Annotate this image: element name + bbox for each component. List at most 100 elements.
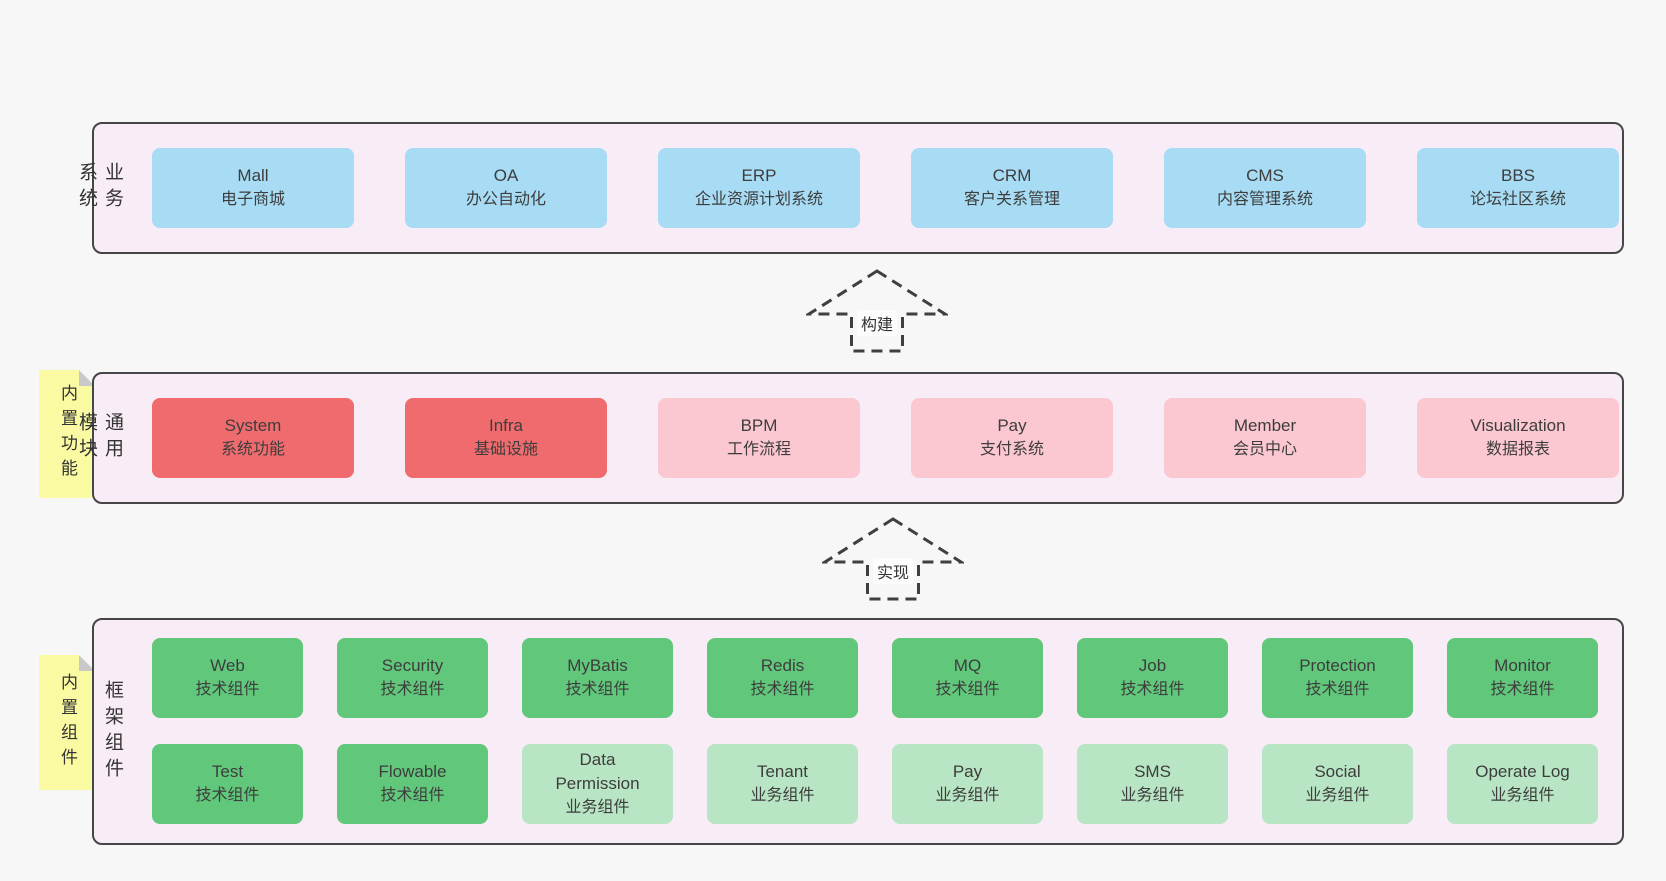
box-sms: SMS 业务组件 <box>1077 744 1228 824</box>
box-visualization: Visualization 数据报表 <box>1417 398 1619 478</box>
box-title: CRM <box>992 166 1032 185</box>
box-operate-log: Operate Log 业务组件 <box>1447 744 1598 824</box>
box-title: Test <box>211 762 244 781</box>
box-subtitle: 业务组件 <box>1490 787 1555 804</box>
box-mall: Mall 电子商城 <box>152 148 354 228</box>
box-pay-biz: Pay 业务组件 <box>892 744 1043 824</box>
box-web: Web 技术组件 <box>152 638 303 718</box>
box-subtitle: 技术组件 <box>380 787 445 804</box>
box-test: Test 技术组件 <box>152 744 303 824</box>
box-subtitle: 技术组件 <box>1305 681 1370 698</box>
box-pay: Pay 支付系统 <box>911 398 1113 478</box>
box-subtitle: 基础设施 <box>473 441 538 458</box>
box-member: Member 会员中心 <box>1164 398 1366 478</box>
box-title: Protection <box>1299 656 1376 675</box>
panel-side-label: 框架组件 <box>102 679 123 784</box>
box-subtitle: 技术组件 <box>195 787 260 804</box>
box-title: Security <box>381 656 444 675</box>
box-subtitle: 业务组件 <box>565 799 630 816</box>
box-title: Monitor <box>1494 656 1551 675</box>
panel-side-label: 业务系统 <box>76 162 123 214</box>
box-subtitle: 技术组件 <box>380 681 445 698</box>
framework-box-row-1: Web 技术组件 Security 技术组件 MyBatis 技术组件 Redi… <box>152 638 1598 718</box>
box-title: Tenant <box>756 762 809 781</box>
sticky-label: 内置功能 <box>58 384 77 484</box>
box-protection: Protection 技术组件 <box>1262 638 1413 718</box>
box-title: Social <box>1314 762 1361 781</box>
box-subtitle: 会员中心 <box>1232 441 1297 458</box>
box-title: MyBatis <box>567 656 628 675</box>
box-title: BBS <box>1500 166 1536 185</box>
panel-framework-components: 框架组件 Web 技术组件 Security 技术组件 MyBatis 技术组件… <box>92 618 1624 845</box>
box-erp: ERP 企业资源计划系统 <box>658 148 860 228</box>
box-title: Pay <box>997 416 1027 435</box>
box-title: Pay <box>952 762 983 781</box>
sticky-note-builtin-features: 内置功能 <box>39 370 95 498</box>
panel-common-modules: 通用模块 System 系统功能 Infra 基础设施 BPM 工作流程 Pay… <box>76 372 1624 504</box>
box-title: Mall <box>237 166 269 185</box>
box-mq: MQ 技术组件 <box>892 638 1043 718</box>
box-title: Data Permission <box>555 750 640 793</box>
dashed-up-arrow-icon <box>822 517 964 601</box>
box-title: Redis <box>760 656 805 675</box>
box-title: System <box>224 416 282 435</box>
sticky-note-builtin-components: 内置组件 <box>39 655 95 790</box>
box-subtitle: 技术组件 <box>195 681 260 698</box>
box-subtitle: 电子商城 <box>220 191 285 208</box>
box-oa: OA 办公自动化 <box>405 148 607 228</box>
box-subtitle: 企业资源计划系统 <box>694 191 823 208</box>
box-subtitle: 客户关系管理 <box>963 191 1060 208</box>
box-flowable: Flowable 技术组件 <box>337 744 488 824</box>
modules-box-row: System 系统功能 Infra 基础设施 BPM 工作流程 Pay 支付系统… <box>152 398 1619 478</box>
framework-box-row-2: Test 技术组件 Flowable 技术组件 Data Permission … <box>152 744 1598 824</box>
business-box-row: Mall 电子商城 OA 办公自动化 ERP 企业资源计划系统 CRM 客户关系… <box>152 148 1619 228</box>
box-title: BPM <box>740 416 778 435</box>
box-subtitle: 办公自动化 <box>465 191 546 208</box>
arrow-implement-up: 实现 <box>822 516 964 602</box>
box-social: Social 业务组件 <box>1262 744 1413 824</box>
box-bpm: BPM 工作流程 <box>658 398 860 478</box>
box-security: Security 技术组件 <box>337 638 488 718</box>
box-job: Job 技术组件 <box>1077 638 1228 718</box>
panel-side-label: 通用模块 <box>76 412 123 464</box>
arrow-label: 实现 <box>872 558 914 584</box>
box-mybatis: MyBatis 技术组件 <box>522 638 673 718</box>
box-subtitle: 系统功能 <box>220 441 285 458</box>
box-subtitle: 支付系统 <box>979 441 1044 458</box>
box-subtitle: 技术组件 <box>750 681 815 698</box>
box-title: Job <box>1138 656 1167 675</box>
box-title: MQ <box>953 656 982 675</box>
box-tenant: Tenant 业务组件 <box>707 744 858 824</box>
arrow-label: 构建 <box>856 310 898 336</box>
box-subtitle: 技术组件 <box>935 681 1000 698</box>
box-title: Member <box>1233 416 1297 435</box>
box-cms: CMS 内容管理系统 <box>1164 148 1366 228</box>
box-subtitle: 技术组件 <box>565 681 630 698</box>
box-subtitle: 数据报表 <box>1485 441 1550 458</box>
box-title: OA <box>493 166 519 185</box>
box-subtitle: 业务组件 <box>935 787 1000 804</box>
arrow-build-up: 构建 <box>806 268 948 354</box>
box-crm: CRM 客户关系管理 <box>911 148 1113 228</box>
panel-business-systems: 业务系统 Mall 电子商城 OA 办公自动化 ERP 企业资源计划系统 CRM… <box>76 122 1624 254</box>
box-system: System 系统功能 <box>152 398 354 478</box>
box-monitor: Monitor 技术组件 <box>1447 638 1598 718</box>
box-subtitle: 工作流程 <box>726 441 791 458</box>
box-title: CMS <box>1246 166 1284 185</box>
box-subtitle: 技术组件 <box>1490 681 1555 698</box>
box-redis: Redis 技术组件 <box>707 638 858 718</box>
box-title: ERP <box>741 166 777 185</box>
dashed-up-arrow-icon <box>806 269 948 353</box>
sticky-label: 内置组件 <box>58 672 77 773</box>
box-subtitle: 技术组件 <box>1120 681 1185 698</box>
box-subtitle: 论坛社区系统 <box>1469 191 1566 208</box>
box-title: Infra <box>488 416 524 435</box>
box-infra: Infra 基础设施 <box>405 398 607 478</box>
box-data-permission: Data Permission 业务组件 <box>522 744 673 824</box>
box-subtitle: 业务组件 <box>750 787 815 804</box>
box-subtitle: 业务组件 <box>1305 787 1370 804</box>
box-title: SMS <box>1134 762 1171 781</box>
box-title: Operate Log <box>1475 762 1570 781</box>
box-bbs: BBS 论坛社区系统 <box>1417 148 1619 228</box>
